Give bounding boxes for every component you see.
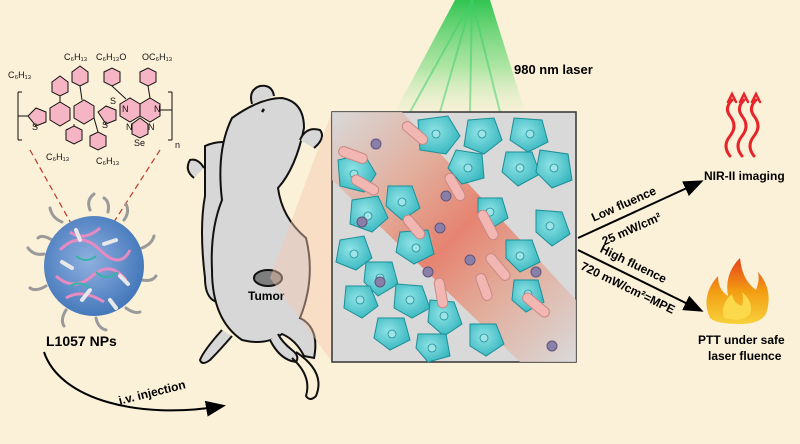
ptt-label-line2: laser fluence <box>708 349 782 363</box>
injection-arrow <box>43 351 226 417</box>
injection-label: i.v. injection <box>117 377 187 407</box>
svg-text:C₆H₁₃: C₆H₁₃ <box>96 156 120 166</box>
svg-text:N: N <box>126 122 133 132</box>
ptt-label-line1: PTT under safe <box>698 333 785 347</box>
flame-icon <box>706 258 769 324</box>
svg-text:C₆H₁₃O: C₆H₁₃O <box>96 52 126 62</box>
low-fluence-arrow <box>577 180 704 239</box>
zoom-line-left <box>29 149 73 226</box>
thiophene-ring <box>27 107 47 127</box>
benzene-ring <box>73 99 95 125</box>
svg-text:C₆H₁₃: C₆H₁₃ <box>8 70 32 80</box>
polymer-structure <box>17 65 173 151</box>
phenyl-ring <box>89 131 107 151</box>
selenadiazole-ring <box>131 117 149 139</box>
tumor-tissue-panel <box>331 111 577 363</box>
zoom-cone <box>270 112 332 362</box>
chem-labels: C₆H₁₃ C₆H₁₃ C₆H₁₃ C₆H₁₃ C₆H₁₃O OC₆H₁₃ S … <box>8 52 180 166</box>
phenyl-ring <box>103 67 121 87</box>
svg-text:S: S <box>32 122 38 132</box>
svg-text:N: N <box>148 122 155 132</box>
laser-beam <box>395 0 525 113</box>
thiophene-ring <box>97 105 117 125</box>
svg-text:S: S <box>110 96 116 106</box>
phenyl-ring <box>51 75 69 97</box>
imaging-label: NIR-II imaging <box>704 169 785 183</box>
phenyl-ring <box>65 125 83 145</box>
tumor-spot <box>253 269 283 287</box>
svg-text:Se: Se <box>134 138 145 148</box>
nanoparticle-dots <box>356 138 558 352</box>
phenyl-ring <box>71 65 89 87</box>
red-blood-cells <box>338 121 550 318</box>
svg-text:N: N <box>154 104 161 114</box>
benzene-ring <box>49 101 71 127</box>
svg-text:C₆H₁₃: C₆H₁₃ <box>64 52 88 62</box>
svg-text:S: S <box>102 120 108 130</box>
svg-text:N: N <box>122 104 129 114</box>
high-fluence-arrow <box>577 249 704 312</box>
tumor-label: Tumor <box>248 289 285 303</box>
phenyl-ring <box>139 67 157 87</box>
heat-waves-icon <box>724 91 762 158</box>
svg-text:C₆H₁₃: C₆H₁₃ <box>46 152 70 162</box>
laser-label: 980 nm laser <box>514 62 593 77</box>
nanoparticle <box>26 192 158 332</box>
svg-text:n: n <box>175 140 180 150</box>
zoom-line-right <box>111 149 161 226</box>
mouse <box>186 84 323 400</box>
nanoparticle-label: L1057 NPs <box>46 333 117 349</box>
svg-text:OC₆H₁₃: OC₆H₁₃ <box>142 52 173 62</box>
